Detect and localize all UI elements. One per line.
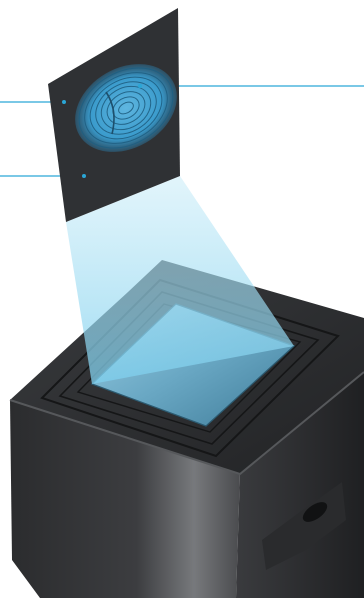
callout-dot-left-lower bbox=[82, 174, 86, 178]
callout-dot-left-upper bbox=[62, 100, 66, 104]
callout-dot-right bbox=[138, 84, 142, 88]
